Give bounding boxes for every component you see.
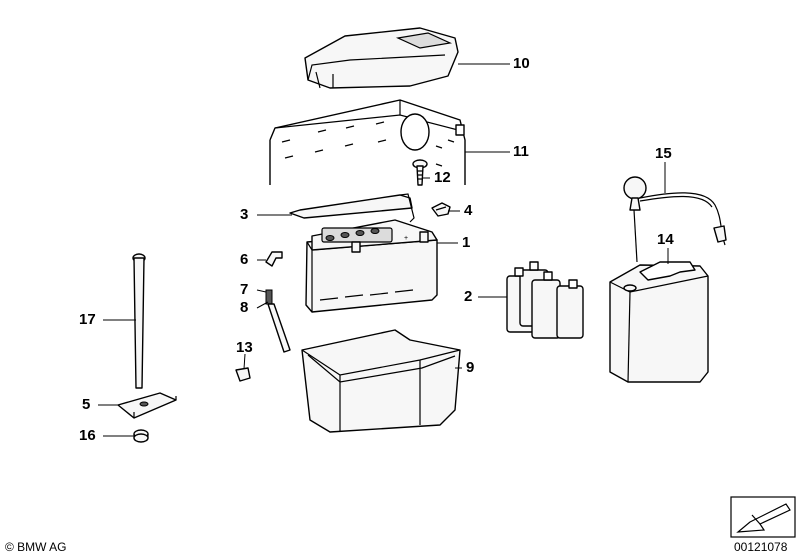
battery-part: + (305, 219, 438, 313)
leader-lines (98, 63, 669, 437)
callout-6: 6 (240, 251, 249, 268)
leader-c13 (243, 353, 246, 370)
callout-16: 16 (79, 427, 96, 444)
nut-part (133, 429, 149, 443)
callout-8: 8 (240, 299, 249, 316)
fluid-bottles-part (506, 261, 584, 339)
callout-5: 5 (82, 396, 91, 413)
elbow-connector-part (265, 251, 283, 267)
clip-part (431, 202, 451, 217)
callout-15: 15 (655, 145, 672, 162)
battery-tray-part (301, 329, 461, 433)
canister-part (609, 261, 709, 383)
callout-3: 3 (240, 206, 249, 223)
callout-13: 13 (236, 339, 253, 356)
leader-c7 (256, 289, 267, 293)
callout-10: 10 (513, 55, 530, 72)
threaded-rod-part (132, 253, 146, 389)
callout-9: 9 (466, 359, 475, 376)
direction-symbol (730, 496, 796, 538)
copyright-text: © BMW AG (5, 540, 67, 554)
callout-2: 2 (464, 288, 473, 305)
plug-part (235, 367, 251, 382)
clamp-plate-part (117, 392, 177, 419)
callout-11: 11 (513, 143, 529, 160)
diagram-number: 00121078 (734, 540, 788, 554)
callout-4: 4 (464, 202, 473, 219)
holding-bracket-part (289, 193, 415, 223)
screw-part (412, 159, 428, 186)
callout-17: 17 (79, 311, 96, 328)
leader-c8 (256, 301, 269, 309)
callout-14: 14 (657, 231, 674, 248)
callout-12: 12 (434, 169, 451, 186)
callout-1: 1 (462, 234, 471, 251)
battery-cover-part (304, 27, 459, 89)
vent-hose-part (265, 289, 291, 353)
battery-plus-mark: + (404, 235, 408, 242)
filler-tool-part (623, 176, 727, 263)
callout-7: 7 (240, 281, 249, 298)
